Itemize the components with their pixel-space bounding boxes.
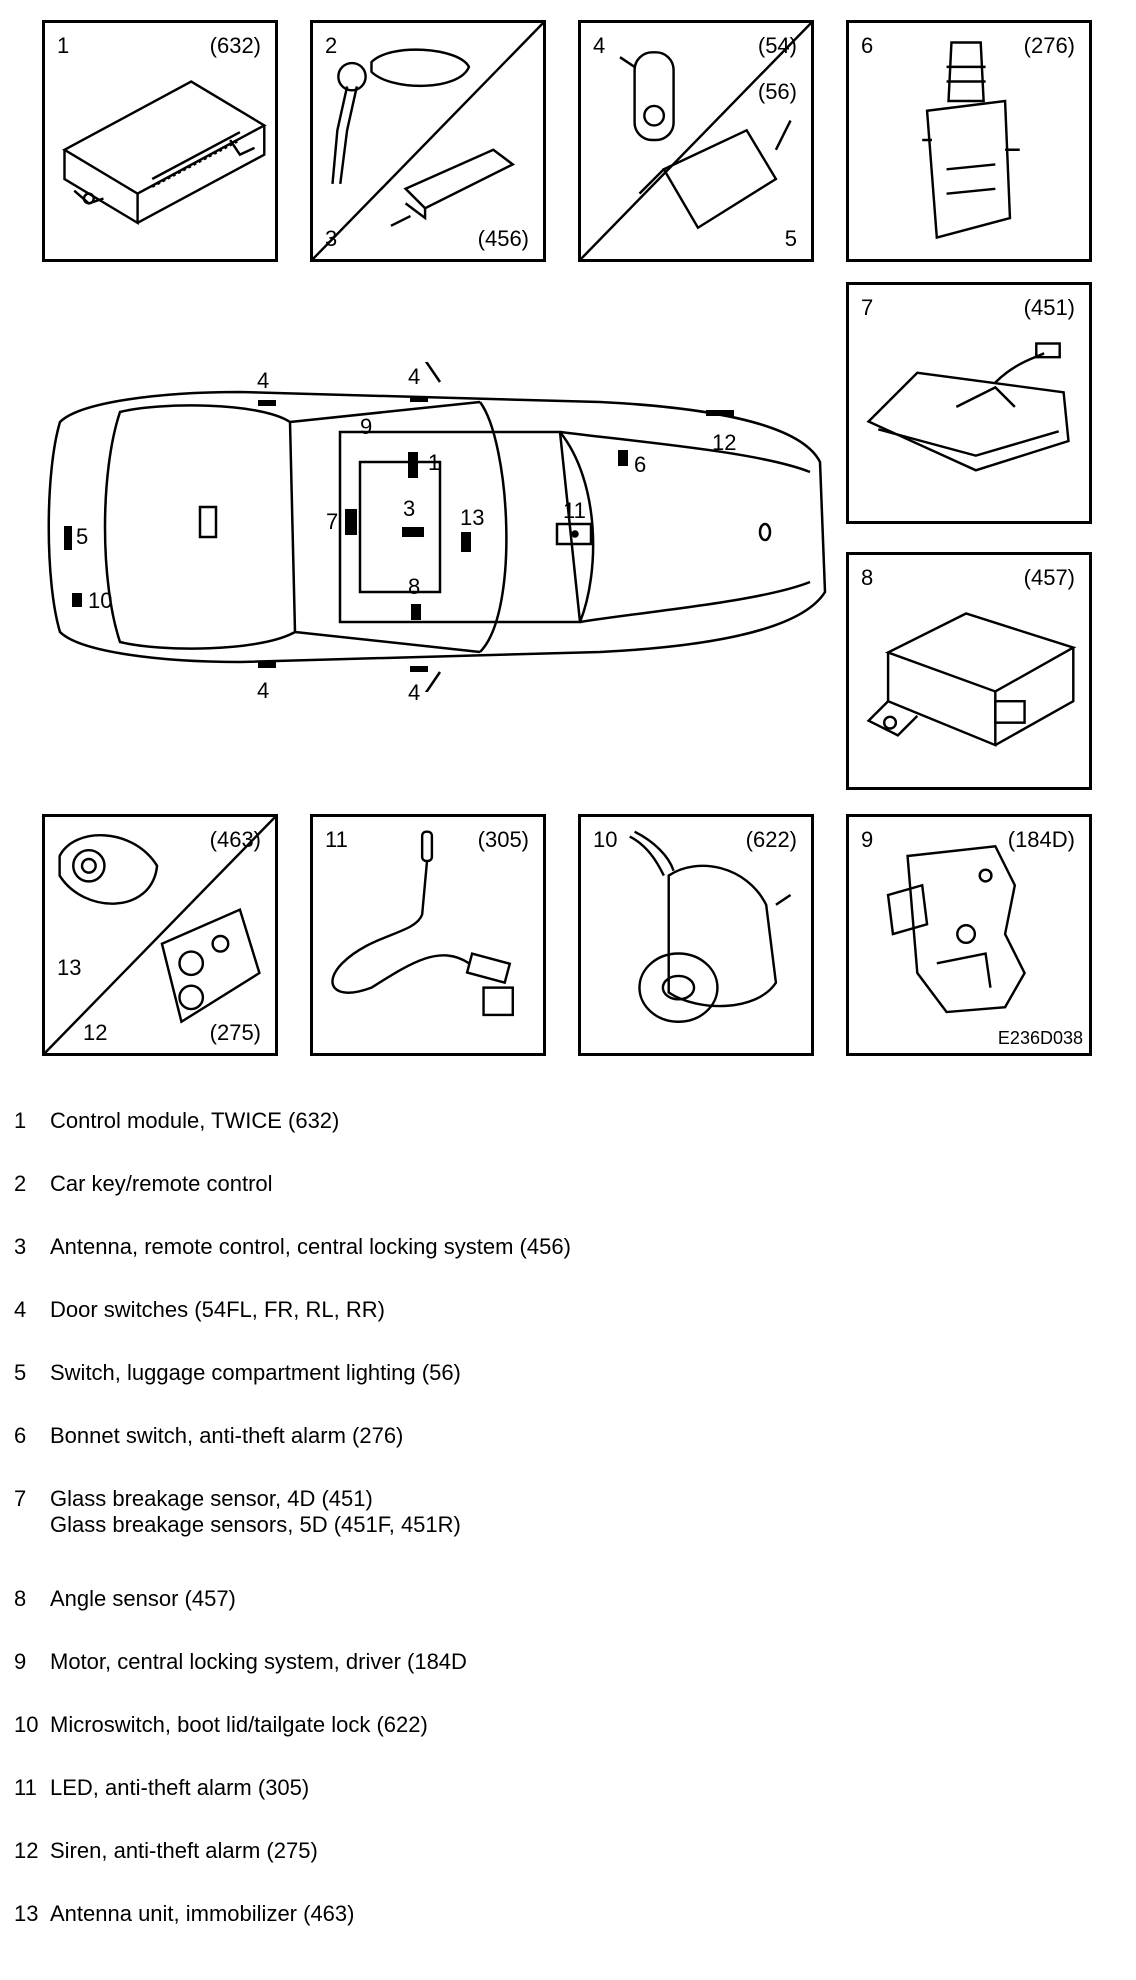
control-module-drawing bbox=[62, 80, 267, 226]
panel-number: 9 bbox=[861, 827, 874, 852]
panel-code-secondary: (56) bbox=[757, 79, 797, 104]
figure-id: E236D038 bbox=[997, 1028, 1083, 1048]
marker-luggage-switch bbox=[64, 526, 72, 550]
marker-door-fl bbox=[258, 400, 276, 406]
car-top-view bbox=[47, 362, 827, 692]
panel-number-secondary: 5 bbox=[784, 226, 797, 251]
marker-door-rr bbox=[410, 666, 428, 672]
panel-number: 11 bbox=[325, 827, 348, 852]
panel-number: 2 bbox=[325, 33, 338, 58]
panel-bonnet-switch: 6 (276) bbox=[846, 20, 1092, 262]
panel-led: 11 (305) bbox=[310, 814, 546, 1056]
panel-number: 13 bbox=[57, 955, 82, 980]
panel-number: 8 bbox=[861, 565, 874, 590]
key-antenna-drawing bbox=[313, 23, 543, 259]
panel-glass-breakage-sensor: 7 (451) bbox=[846, 282, 1092, 524]
car-label-angle-sensor: 8 bbox=[408, 574, 421, 599]
panel-code: (632) bbox=[209, 33, 261, 58]
glass-breakage-sensor-drawing bbox=[866, 342, 1070, 472]
angle-sensor-drawing bbox=[866, 612, 1077, 747]
marker-door-rl bbox=[258, 662, 276, 668]
immobilizer-siren-drawing bbox=[45, 817, 275, 1053]
car-label-door: 4 bbox=[408, 680, 421, 705]
microswitch-drawing bbox=[629, 830, 792, 1023]
marker-siren bbox=[706, 410, 734, 416]
car-label-boot-microswitch: 10 bbox=[88, 588, 113, 613]
car-label-antenna-unit: 13 bbox=[460, 505, 485, 530]
car-label-glass-sensor: 7 bbox=[326, 509, 339, 534]
lock-motor-drawing bbox=[886, 844, 1026, 1014]
panel-number: 10 bbox=[593, 827, 618, 852]
panel-number: 1 bbox=[57, 33, 70, 58]
panel-microswitch: 10 (622) bbox=[578, 814, 814, 1056]
panel-code: (54) bbox=[757, 33, 797, 58]
panel-door-switch: 4 (54) (56) 5 bbox=[578, 20, 814, 262]
panel-code: (451) bbox=[1023, 295, 1075, 320]
marker-boot-microswitch bbox=[72, 593, 82, 607]
panel-control-module: 1 (632) bbox=[42, 20, 278, 262]
panel-code-secondary: (275) bbox=[209, 1020, 261, 1045]
panel-code: (456) bbox=[477, 226, 529, 251]
marker-angle-sensor bbox=[411, 604, 421, 620]
car-label-luggage-switch: 5 bbox=[76, 524, 89, 549]
panel-number: 4 bbox=[593, 33, 606, 58]
panel-lock-motor: 9 (184D) E236D038 bbox=[846, 814, 1092, 1056]
car-label-motor: 9 bbox=[360, 414, 373, 439]
car-label-door: 4 bbox=[408, 364, 421, 389]
marker-antenna bbox=[402, 527, 424, 537]
marker-bonnet-switch bbox=[618, 450, 628, 466]
panel-angle-sensor: 8 (457) bbox=[846, 552, 1092, 790]
panel-number-secondary: 3 bbox=[325, 226, 338, 251]
panel-code: (457) bbox=[1023, 565, 1075, 590]
door-switch-drawing bbox=[581, 23, 811, 259]
marker-door-fr bbox=[410, 396, 428, 402]
bonnet-switch-drawing bbox=[922, 41, 1020, 240]
panel-code: (622) bbox=[745, 827, 797, 852]
car-label-door: 4 bbox=[257, 678, 270, 703]
led-drawing bbox=[331, 830, 515, 1017]
panel-key-antenna: 2 3 (456) bbox=[310, 20, 546, 262]
car-label-led: 11 bbox=[563, 498, 586, 523]
car-label-control-module: 1 bbox=[428, 450, 441, 475]
panel-code: (463) bbox=[209, 827, 261, 852]
panel-code: (184D) bbox=[1007, 827, 1075, 852]
panel-number: 6 bbox=[861, 33, 874, 58]
car-label-door: 4 bbox=[257, 368, 270, 393]
panel-immobilizer-siren: (463) 13 12 (275) bbox=[42, 814, 278, 1056]
panel-code: (276) bbox=[1023, 33, 1075, 58]
panel-code: (305) bbox=[477, 827, 529, 852]
car-label-antenna: 3 bbox=[403, 496, 416, 521]
panel-number-secondary: 12 bbox=[83, 1020, 108, 1045]
marker-control-module bbox=[408, 452, 418, 478]
panel-number: 7 bbox=[861, 295, 874, 320]
marker-antenna-unit bbox=[461, 532, 471, 552]
car-label-bonnet-switch: 6 bbox=[634, 452, 647, 477]
car-label-siren: 12 bbox=[712, 430, 737, 455]
marker-glass-breakage-sensor bbox=[345, 509, 357, 535]
